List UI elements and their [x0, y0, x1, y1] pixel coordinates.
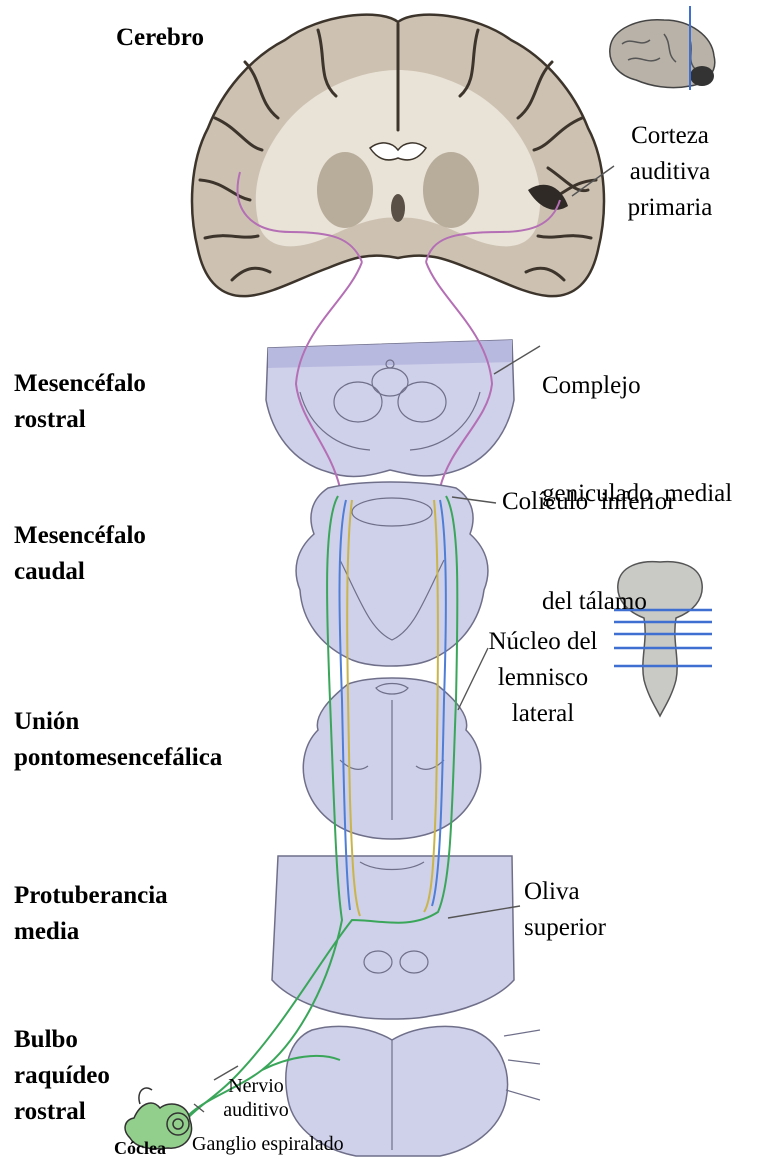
label-line: Mesencéfalo: [14, 366, 146, 402]
label-cerebro: Cerebro: [116, 20, 204, 56]
label-line: superior: [524, 910, 606, 946]
label-line: auditiva: [618, 154, 722, 190]
label-line: Nervio: [210, 1074, 302, 1098]
cerebrum-coronal-section: [192, 15, 604, 297]
label-line: Bulbo: [14, 1022, 110, 1058]
label-protuberancia-media: Protuberancia media: [14, 878, 168, 950]
label-mesencefalo-caudal: Mesencéfalo caudal: [14, 518, 146, 590]
label-line: Núcleo del: [478, 624, 608, 660]
label-line: primaria: [618, 190, 722, 226]
label-nucleo-lemnisco-lateral: Núcleo del lemnisco lateral: [478, 624, 608, 732]
label-line: auditivo: [210, 1098, 302, 1122]
label-ganglio-espiralado: Ganglio espiralado: [192, 1132, 344, 1156]
label-corteza-auditiva-primaria: Corteza auditiva primaria: [618, 118, 722, 226]
label-line: lemnisco: [478, 660, 608, 696]
label-union-pontomesencefalica: Unión pontomesencefálica: [14, 704, 222, 776]
label-coliculo-inferior: Colículo inferior: [502, 484, 676, 520]
label-line: Mesencéfalo: [14, 518, 146, 554]
label-line: pontomesencefálica: [14, 740, 222, 776]
label-nervio-auditivo: Nervio auditivo: [210, 1074, 302, 1122]
label-line: Complejo: [542, 368, 732, 404]
label-line: rostral: [14, 402, 146, 438]
label-line: del tálamo: [542, 584, 732, 620]
label-complejo-geniculado-medial: Complejo geniculado medial del tálamo: [542, 296, 732, 656]
label-bulbo-raquideo-rostral: Bulbo raquídeo rostral: [14, 1022, 110, 1130]
label-line: Unión: [14, 704, 222, 740]
label-line: media: [14, 914, 168, 950]
label-line: Oliva: [524, 874, 606, 910]
label-line: Protuberancia: [14, 878, 168, 914]
mid-pons-section: [272, 856, 514, 1019]
label-line: Corteza: [618, 118, 722, 154]
label-mesencefalo-rostral: Mesencéfalo rostral: [14, 366, 146, 438]
label-coclea: Cóclea: [114, 1136, 166, 1160]
label-line: caudal: [14, 554, 146, 590]
label-oliva-superior: Oliva superior: [524, 874, 606, 946]
caudal-midbrain-section: [296, 482, 488, 666]
label-line: raquídeo: [14, 1058, 110, 1094]
label-line: lateral: [478, 696, 608, 732]
rostral-midbrain-section: [266, 262, 514, 488]
label-line: rostral: [14, 1094, 110, 1130]
brain-icon: [610, 6, 715, 90]
